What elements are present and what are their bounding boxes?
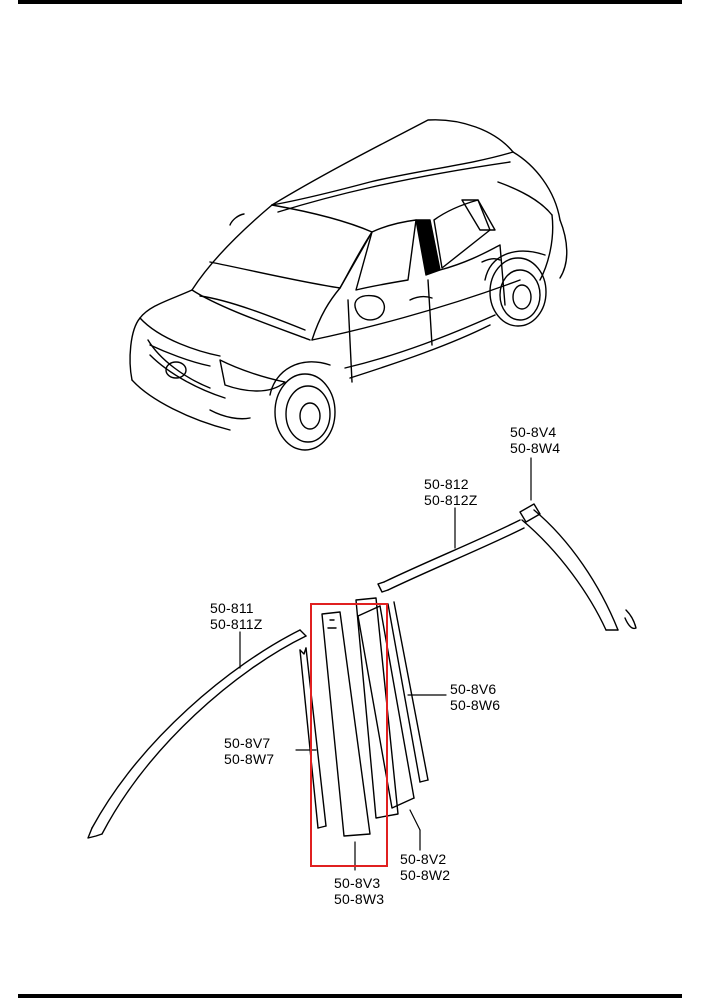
- part-code: 50-811: [210, 600, 254, 616]
- part-code: 50-8V6: [450, 681, 497, 697]
- part-50-811-moulding: [87, 629, 307, 839]
- highlight-box: [310, 603, 388, 867]
- label-50-8v3: 50-8V3 50-8W3: [334, 875, 384, 907]
- part-code: 50-812: [424, 476, 469, 492]
- part-code-alt: 50-8W6: [450, 697, 501, 713]
- part-code-alt: 50-812Z: [424, 492, 478, 508]
- part-code: 50-8V4: [510, 424, 557, 440]
- car-illustration: [129, 119, 568, 451]
- label-50-812: 50-812 50-812Z: [424, 476, 478, 508]
- part-code: 50-8V2: [400, 851, 447, 867]
- part-code-alt: 50-811Z: [210, 616, 263, 632]
- label-50-811: 50-811 50-811Z: [210, 600, 263, 632]
- part-code: 50-8V3: [334, 875, 381, 891]
- label-50-8v6: 50-8V6 50-8W6: [450, 681, 500, 713]
- part-code: 50-8V7: [224, 735, 271, 751]
- leader-lines: [239, 457, 532, 871]
- part-code-alt: 50-8W4: [510, 440, 561, 456]
- label-50-8v2: 50-8V2 50-8W2: [400, 851, 450, 883]
- part-code-alt: 50-8W7: [224, 751, 275, 767]
- label-50-8v4: 50-8V4 50-8W4: [510, 424, 560, 456]
- part-50-8v7-strip: [299, 647, 327, 829]
- top-border-rule: [18, 0, 682, 4]
- part-50-812-moulding: [377, 503, 637, 631]
- part-code-alt: 50-8W3: [334, 891, 385, 907]
- label-50-8v7: 50-8V7 50-8W7: [224, 735, 274, 767]
- part-code-alt: 50-8W2: [400, 867, 451, 883]
- bottom-border-rule: [18, 994, 682, 998]
- part-50-8v6-strip: [387, 601, 429, 783]
